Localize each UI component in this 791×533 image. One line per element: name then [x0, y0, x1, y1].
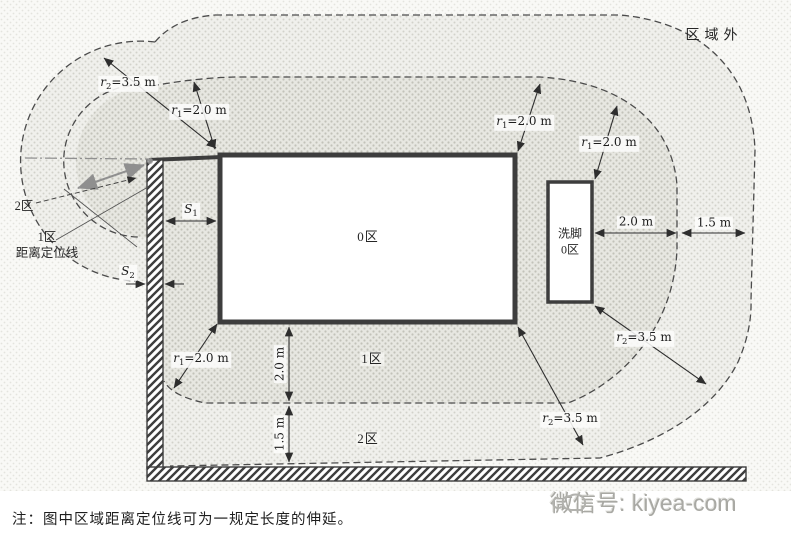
dim-s1-label: S1 — [182, 201, 200, 220]
dim-r2-basin-label: r2=3.5 m — [614, 329, 674, 348]
locating-leader — [63, 188, 138, 248]
watermark: 微信号: kiyea-com — [550, 484, 737, 518]
zone-outside-label: 区域外 — [685, 28, 743, 44]
zone1-label: 1区 — [360, 350, 384, 367]
basin-rect — [546, 180, 594, 304]
wall-left — [146, 159, 164, 469]
dim-r2-bottom-label: r2=3.5 m — [540, 410, 600, 429]
dim-s2-label: S2 — [119, 263, 137, 282]
dim-r1-bottomleft-label: r1=2.0 m — [171, 350, 231, 369]
dim-r1-topright2-label: r1=2.0 m — [579, 134, 639, 153]
watermark-icon — [552, 493, 587, 511]
corner-radius-arrow — [77, 163, 145, 190]
wall-corner-point — [147, 158, 153, 164]
dim-r1-topleft-label: r1=2.0 m — [169, 102, 229, 121]
dim-r2-topleft-label: r2=3.5 m — [98, 74, 158, 93]
zone2-boundary-top-join — [154, 14, 216, 43]
dim-v1-5-label: 1.5 m — [272, 414, 287, 454]
zone2-label: 2区 — [356, 430, 380, 447]
watermark-text: 微信号: kiyea-com — [550, 490, 737, 516]
wall-bottom — [146, 466, 747, 482]
dim-v2-0-label: 2.0 m — [272, 344, 287, 384]
zone0-pool-label: 0区 — [357, 228, 379, 244]
dim-r1-topright1-label: r1=2.0 m — [494, 113, 554, 132]
zone2-leader — [35, 176, 137, 204]
zone1-leader — [55, 186, 149, 241]
left-zone2-label: 2区 — [14, 199, 34, 214]
locating-line — [24, 157, 150, 160]
pool-rect — [217, 152, 518, 325]
dim-2-0-right-label: 2.0 m — [616, 214, 656, 229]
left-locating-label: 距离定位线 — [15, 246, 79, 261]
basin-label-line1: 洗脚 — [557, 226, 583, 241]
basin-label: 洗脚 0区 — [557, 226, 583, 257]
figure-note: 注：图中区域距离定位线可为一规定长度的伸延。 — [12, 512, 353, 528]
zone2-boundary-main — [169, 14, 756, 467]
basin-label-line2: 0区 — [560, 242, 580, 256]
left-zone1-label: 1区 — [37, 230, 57, 245]
zone2-boundary-left-arc — [19, 40, 156, 282]
dim-1-5-right-label: 1.5 m — [694, 215, 734, 230]
